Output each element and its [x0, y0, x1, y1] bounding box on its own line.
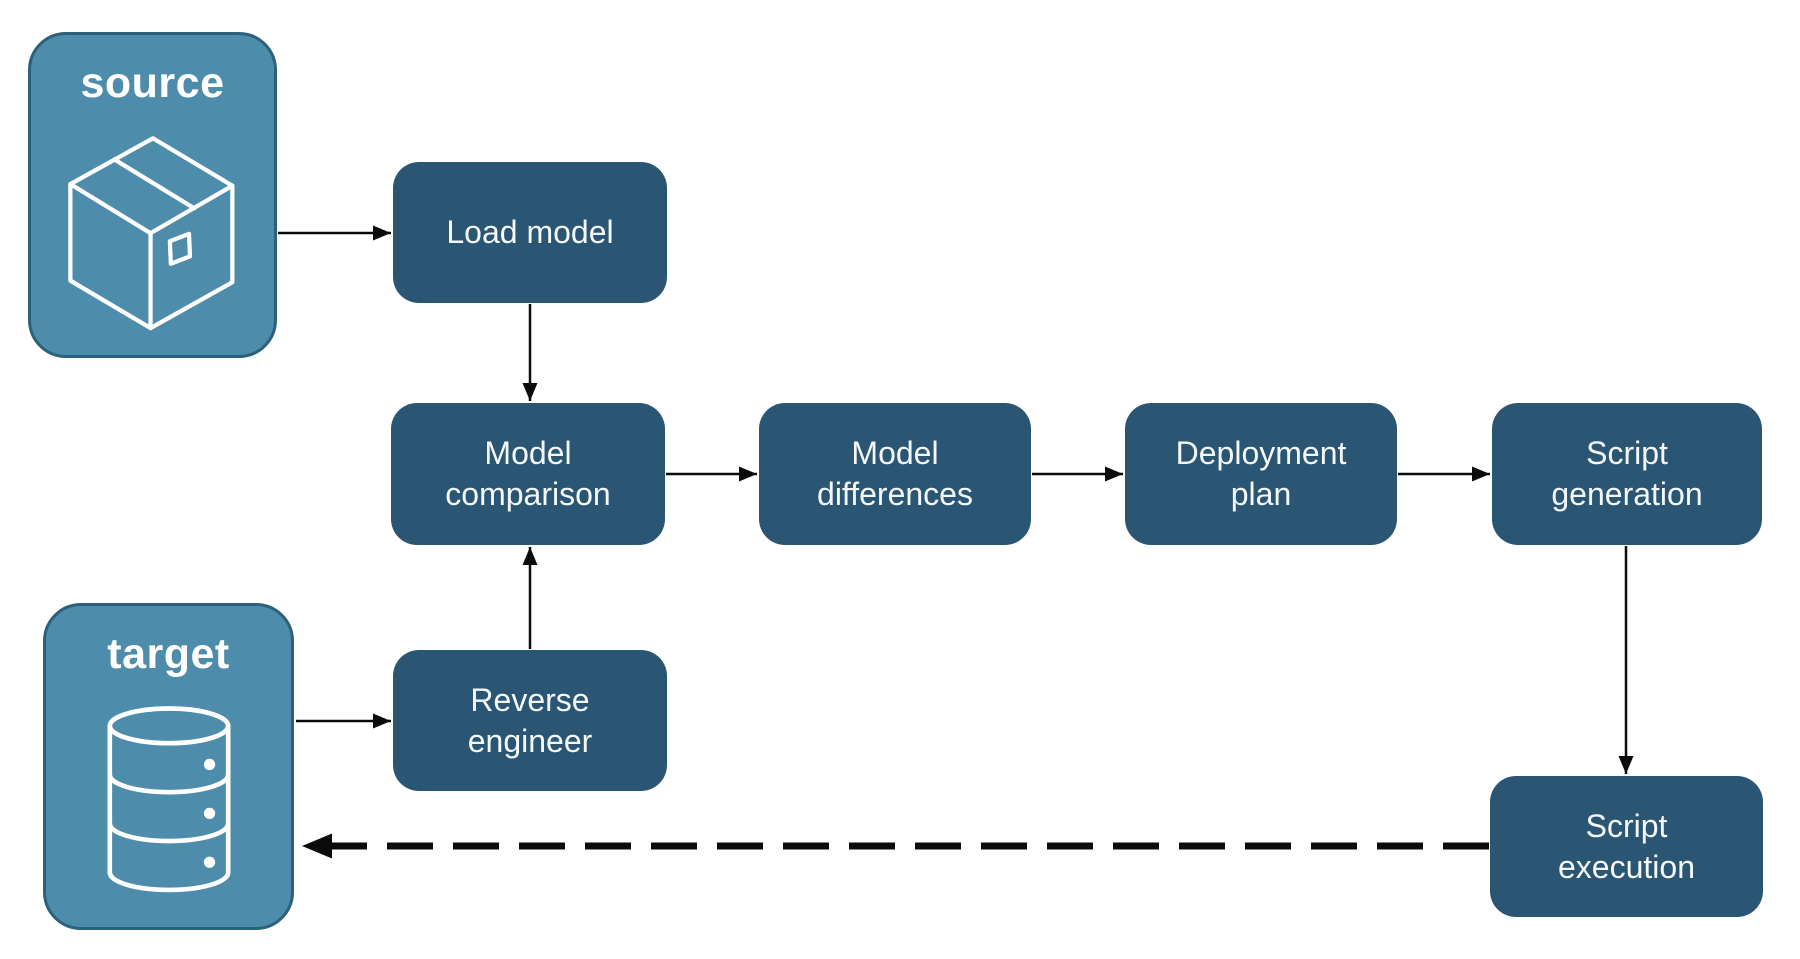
node-script-generation-label: Script generation	[1551, 435, 1703, 512]
node-model-differences: Model differences	[759, 403, 1031, 545]
target-label: target	[107, 630, 230, 678]
node-script-generation: Script generation	[1492, 403, 1762, 545]
package-icon	[67, 136, 234, 331]
node-deployment-plan: Deployment plan	[1125, 403, 1397, 545]
container-source: source	[28, 32, 277, 358]
node-model-comparison: Model comparison	[391, 403, 665, 545]
container-target: target	[43, 603, 294, 930]
node-load-model: Load model	[393, 162, 667, 303]
node-load-model-label: Load model	[446, 214, 614, 250]
source-label: source	[80, 59, 225, 107]
node-model-comparison-label: Model comparison	[445, 435, 611, 512]
node-script-execution: Script execution	[1490, 776, 1763, 917]
node-reverse-engineer-label: Reverse engineer	[467, 681, 593, 759]
database-icon	[106, 706, 231, 893]
node-script-execution-label: Script execution	[1558, 807, 1695, 885]
node-model-differences-label: Model differences	[817, 435, 973, 512]
node-deployment-plan-label: Deployment plan	[1175, 435, 1347, 512]
node-reverse-engineer: Reverse engineer	[393, 650, 667, 791]
